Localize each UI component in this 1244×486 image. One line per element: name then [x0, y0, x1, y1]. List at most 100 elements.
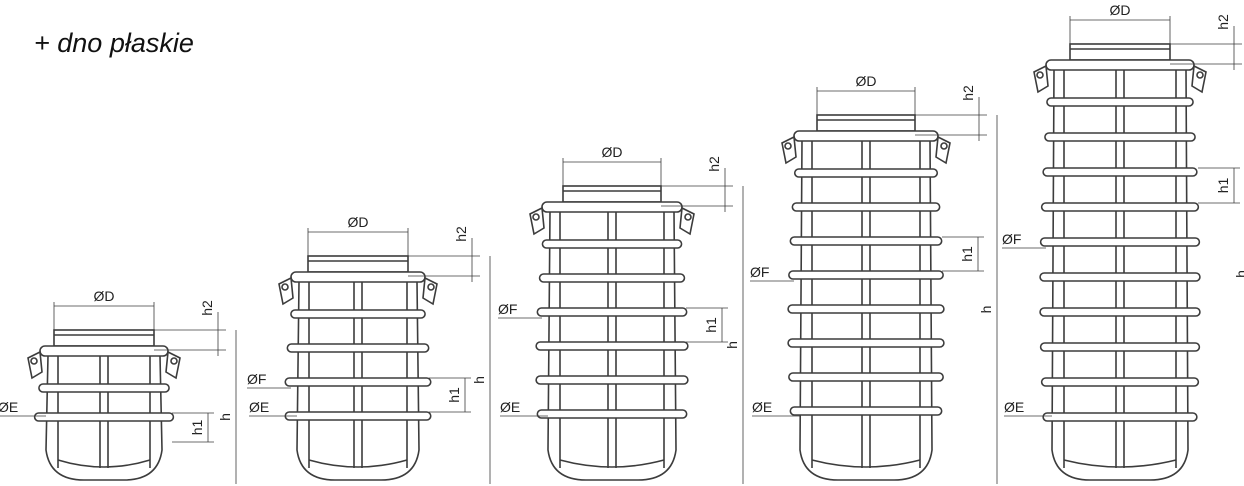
- lifting-lug-left: [781, 135, 797, 165]
- shoulder-ring: [541, 201, 683, 213]
- rib: [538, 273, 686, 283]
- rib: [788, 270, 944, 280]
- lug-hole-left: [532, 213, 540, 221]
- dimensions-5: [1002, 16, 1242, 417]
- lifting-lug-left: [1033, 64, 1049, 94]
- rib: [38, 383, 170, 393]
- rib: [1039, 272, 1201, 282]
- rib: [33, 412, 175, 422]
- caption-flat-bottom: + dno płaskie: [34, 28, 194, 58]
- rib: [286, 343, 430, 353]
- label-diameter_top: ØD: [856, 73, 877, 89]
- lifting-lug-right: [165, 350, 181, 380]
- collar: [816, 114, 916, 132]
- bottom-curve: [1063, 459, 1177, 468]
- rib: [1039, 307, 1201, 317]
- label-collar_height: h2: [199, 300, 215, 316]
- label-total_height: h: [471, 376, 487, 384]
- label-collar_height: h2: [960, 85, 976, 101]
- collar: [53, 329, 155, 347]
- rib: [541, 239, 683, 249]
- label-collar_height: h2: [1215, 14, 1231, 30]
- rib: [787, 304, 945, 314]
- tank-1: ØD h2 h h1 ØE: [0, 288, 237, 484]
- tank-body: [799, 140, 933, 481]
- label-diameter_rib: ØF: [750, 264, 769, 280]
- lifting-lug-right: [1191, 64, 1207, 94]
- rib: [535, 341, 689, 351]
- label-rib_pitch: h1: [1215, 178, 1231, 194]
- dimensions-4: [750, 87, 998, 484]
- lug-hole-right: [684, 213, 692, 221]
- rib: [1040, 202, 1200, 212]
- rib: [536, 307, 688, 317]
- rib: [290, 309, 426, 319]
- rib: [284, 411, 432, 421]
- lifting-lug-left: [27, 350, 43, 380]
- label-rib_pitch: h1: [703, 317, 719, 333]
- rib: [789, 236, 943, 246]
- lug-hole-right: [1196, 71, 1204, 79]
- rib: [788, 372, 944, 382]
- label-total_height: h: [724, 341, 740, 349]
- shoulder-ring: [1045, 59, 1195, 71]
- tank-body: [296, 281, 420, 481]
- lifting-lug-right: [422, 276, 438, 306]
- bottom-curve: [811, 459, 921, 468]
- label-total_height: h: [1233, 270, 1244, 278]
- bottom-curve: [57, 459, 151, 468]
- collar: [1069, 43, 1171, 61]
- rib: [1039, 342, 1201, 352]
- label-diameter_rib: ØF: [247, 371, 266, 387]
- label-diameter_top: ØD: [348, 214, 369, 230]
- label-collar_height: h2: [453, 226, 469, 242]
- lug-hole-right: [170, 357, 178, 365]
- bottom-curve: [308, 459, 408, 468]
- label-diameter_rib: ØF: [1002, 231, 1021, 247]
- lifting-lug-left: [529, 206, 545, 236]
- dimensions-1: [0, 302, 237, 484]
- tank-body: [45, 355, 163, 481]
- dimensions-2: [247, 228, 491, 484]
- shoulder-ring: [793, 130, 939, 142]
- label-diameter_top: ØD: [94, 288, 115, 304]
- rib: [789, 406, 943, 416]
- rib: [1042, 412, 1198, 422]
- rib: [536, 409, 688, 419]
- shoulder-ring: [39, 345, 169, 357]
- label-total_height: h: [217, 413, 233, 421]
- rib: [1039, 237, 1201, 247]
- label-diameter_bottom: ØE: [1004, 399, 1024, 415]
- rib: [284, 377, 432, 387]
- lug-hole-left: [30, 357, 38, 365]
- lug-hole-right: [427, 283, 435, 291]
- label-diameter_top: ØD: [602, 144, 623, 160]
- tank-body: [1051, 69, 1189, 481]
- collar: [307, 255, 409, 273]
- lug-hole-left: [1036, 71, 1044, 79]
- dimensions-3: [498, 158, 744, 484]
- label-diameter_bottom: ØE: [249, 399, 269, 415]
- rib: [1040, 377, 1200, 387]
- rib: [1046, 97, 1194, 107]
- rib: [1044, 132, 1196, 142]
- bottom-curve: [559, 459, 665, 468]
- lifting-lug-right: [935, 135, 951, 165]
- shoulder-ring: [290, 271, 426, 283]
- label-rib_pitch: h1: [189, 420, 205, 436]
- collar: [562, 185, 662, 203]
- lug-hole-left: [784, 142, 792, 150]
- label-collar_height: h2: [706, 156, 722, 172]
- label-diameter_top: ØD: [1110, 2, 1131, 18]
- rib: [787, 338, 945, 348]
- lifting-lug-right: [679, 206, 695, 236]
- rib: [793, 168, 939, 178]
- lifting-lug-left: [278, 276, 294, 306]
- rib: [535, 375, 689, 385]
- label-diameter_bottom: ØE: [0, 399, 18, 415]
